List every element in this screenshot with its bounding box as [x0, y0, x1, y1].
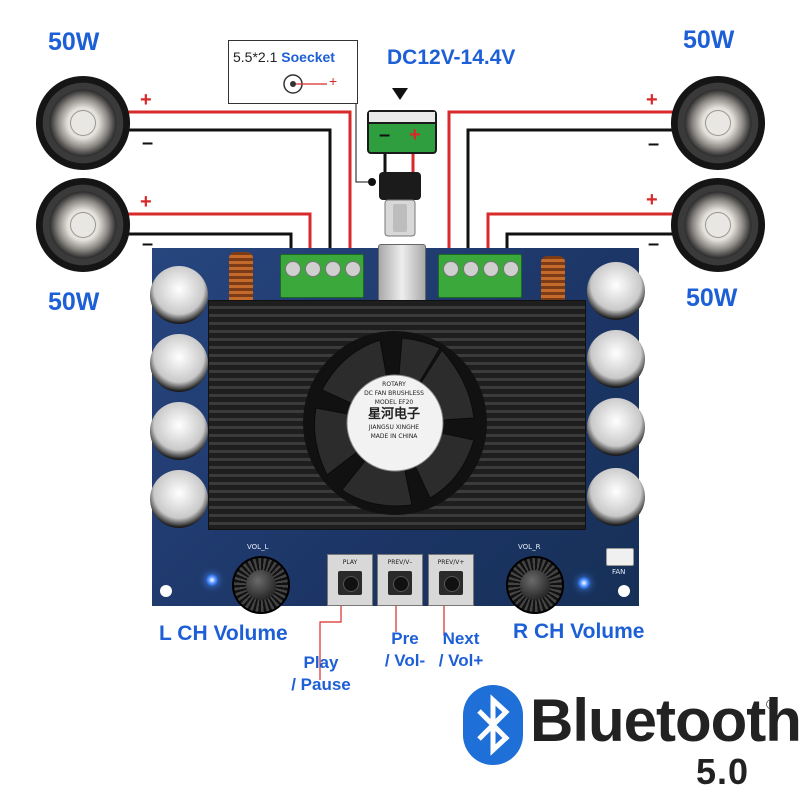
- left-terminal-block: [280, 254, 364, 298]
- volume-knob-right[interactable]: [506, 556, 564, 614]
- led-indicator: [578, 577, 590, 589]
- minus-sign: –: [648, 233, 660, 255]
- speaker-power-label: 50W: [686, 284, 738, 312]
- socket-label: Soecket: [281, 49, 335, 65]
- capacitor: [587, 262, 645, 320]
- speaker-power-label: 50W: [48, 288, 100, 316]
- capacitor: [587, 468, 645, 526]
- capacitor: [150, 470, 208, 528]
- voltage-label: DC12V-14.4V: [387, 46, 516, 69]
- speaker-icon: [35, 177, 131, 273]
- speaker-icon: [35, 75, 131, 171]
- plus-sign: +: [140, 89, 152, 111]
- fan-connector-label: FAN: [612, 568, 626, 576]
- battery-plus: +: [409, 124, 421, 146]
- right-terminal-block: [438, 254, 522, 298]
- battery-minus: –: [379, 124, 391, 146]
- next-vol-up-label: Next / Vol+: [438, 629, 484, 670]
- volume-knob-left[interactable]: [232, 556, 290, 614]
- pre-vol-down-label: Pre / Vol-: [384, 629, 426, 670]
- board-dc-jack: [378, 244, 426, 302]
- plus-sign: +: [646, 189, 658, 211]
- fan-label: ROTARY DC FAN BRUSHLESS MODEL EF20 星河电子 …: [364, 381, 424, 440]
- led-indicator: [206, 574, 218, 586]
- l-ch-volume-label: L CH Volume: [159, 622, 288, 645]
- socket-callout: 5.5*2.1 Soecket +: [228, 40, 358, 104]
- next-vol-up-button[interactable]: PREV/V+: [428, 554, 474, 606]
- dc-plug: [379, 172, 421, 237]
- down-triangle-icon: [392, 88, 408, 100]
- socket-plus: +: [329, 73, 338, 89]
- plus-sign: +: [646, 89, 658, 111]
- capacitor: [587, 398, 645, 456]
- dc-socket-icon: [283, 74, 327, 94]
- battery-icon: – +: [367, 110, 437, 154]
- plus-sign: +: [140, 191, 152, 213]
- prev-vol-down-button[interactable]: PREV/V–: [377, 554, 423, 606]
- bluetooth-icon: [463, 685, 523, 765]
- vol-l-silkscreen: VOL_L: [247, 543, 269, 551]
- minus-sign: –: [648, 133, 660, 155]
- fan-icon: [303, 331, 487, 515]
- bluetooth-version: 5.0: [696, 751, 750, 792]
- bluetooth-wordmark: Bluetooth: [530, 687, 800, 754]
- capacitor: [587, 330, 645, 388]
- registered-mark: ®: [766, 696, 777, 712]
- fan-connector: [606, 548, 634, 566]
- capacitor: [150, 334, 208, 392]
- speaker-icon: [670, 177, 766, 273]
- speaker-power-label: 50W: [48, 28, 100, 56]
- minus-sign: –: [142, 132, 154, 154]
- socket-size: 5.5*2.1: [233, 49, 278, 65]
- play-button[interactable]: PLAY: [327, 554, 373, 606]
- capacitor: [150, 402, 208, 460]
- speaker-power-label: 50W: [683, 26, 735, 54]
- play-pause-label: Play / Pause: [291, 653, 351, 694]
- capacitor: [150, 266, 208, 324]
- r-ch-volume-label: R CH Volume: [513, 620, 645, 643]
- minus-sign: –: [142, 233, 154, 255]
- vol-r-silkscreen: VOL_R: [518, 543, 541, 551]
- speaker-icon: [670, 75, 766, 171]
